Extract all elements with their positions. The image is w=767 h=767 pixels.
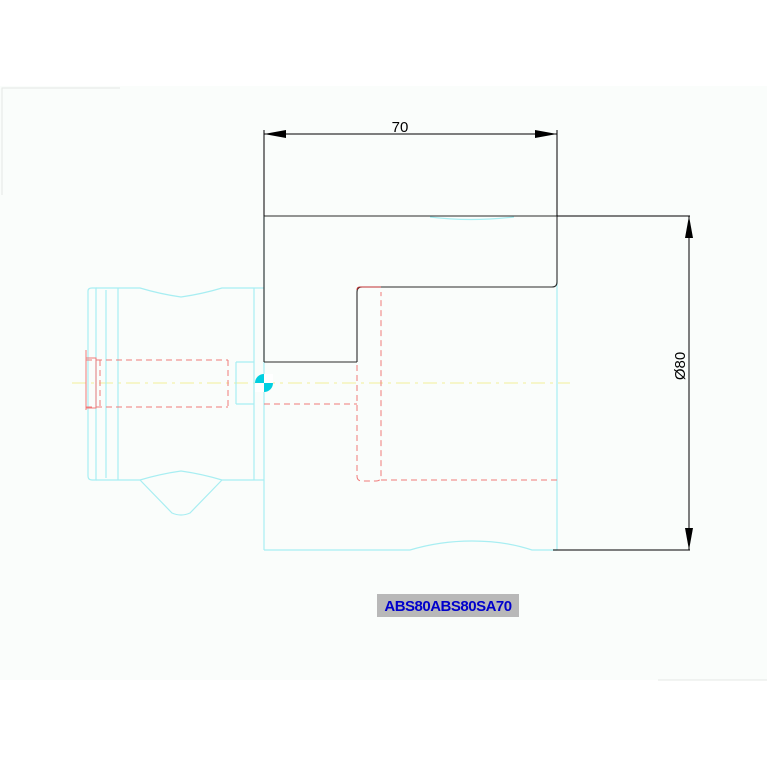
dim-arrow-left: [264, 130, 286, 138]
part-label-background: [377, 594, 519, 617]
dimension-length-text: 70: [392, 119, 409, 136]
dim-arrow-top: [685, 216, 693, 238]
horizontal-dimension: [263, 130, 558, 216]
dim-arrow-right: [535, 130, 557, 138]
vertical-dimension: [553, 215, 690, 551]
drawing-area: [0, 86, 767, 680]
dim-arrow-bottom: [685, 528, 693, 550]
dimension-diameter-text: Ø80: [672, 352, 689, 380]
top-left-corner-frame: [1, 87, 120, 195]
left-shaft-outline: [87, 287, 264, 516]
part-label-text: ABS80ABS80SA70: [384, 598, 511, 615]
step-edge-red: [356, 286, 381, 291]
hidden-lines: [86, 292, 557, 482]
shaft-end-hidden-edge: [85, 350, 97, 410]
hole-center-marker: [255, 374, 273, 392]
